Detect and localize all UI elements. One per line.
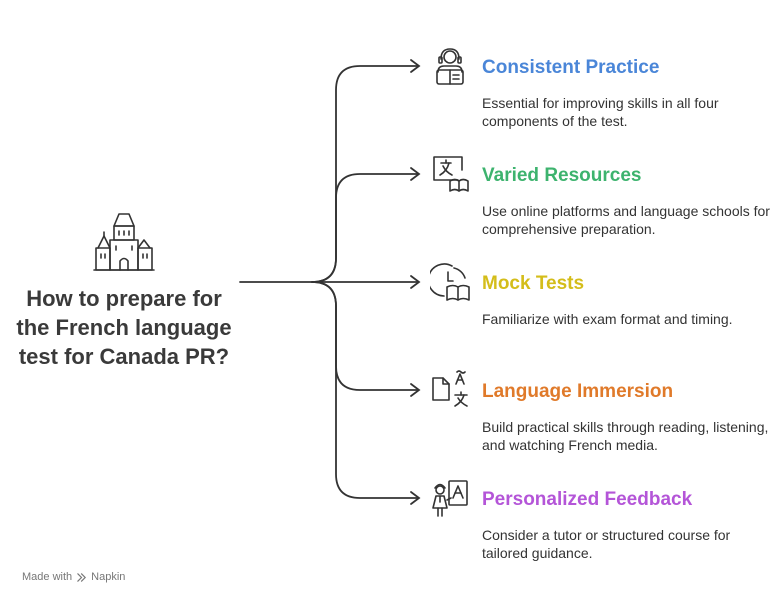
document-translate-icon	[432, 370, 468, 407]
branch-description: Familiarize with exam format and timing.	[482, 311, 733, 327]
footer-brand: Napkin	[91, 571, 126, 583]
branch-description: Build practical skills through reading, …	[482, 419, 769, 453]
branch-title: Personalized Feedback	[482, 489, 693, 510]
arrowheads	[410, 59, 421, 505]
branch-title: Varied Resources	[482, 165, 642, 186]
branch-title: Consistent Practice	[482, 57, 660, 78]
branch-description: Use online platforms and language school…	[482, 203, 770, 237]
tutor-board-icon	[432, 480, 468, 517]
connector-5	[311, 281, 419, 499]
branch-title: Language Immersion	[482, 381, 674, 402]
clock-book-icon	[430, 263, 470, 301]
central-topic-title: How to prepare for the French language t…	[16, 286, 232, 369]
connector-4	[311, 281, 419, 391]
connector-2	[311, 173, 419, 283]
made-with-napkin-credit[interactable]: Made with Napkin	[22, 571, 125, 583]
branch-title: Mock Tests	[482, 273, 585, 294]
napkin-logo-icon	[77, 572, 87, 582]
branch-description: Consider a tutor or structured course fo…	[482, 527, 731, 561]
footer-prefix: Made with	[22, 571, 73, 583]
castle-icon	[93, 213, 155, 271]
branch-description: Essential for improving skills in all fo…	[482, 95, 719, 129]
headphones-book-icon	[436, 48, 464, 85]
translate-screen-book-icon	[433, 156, 469, 192]
